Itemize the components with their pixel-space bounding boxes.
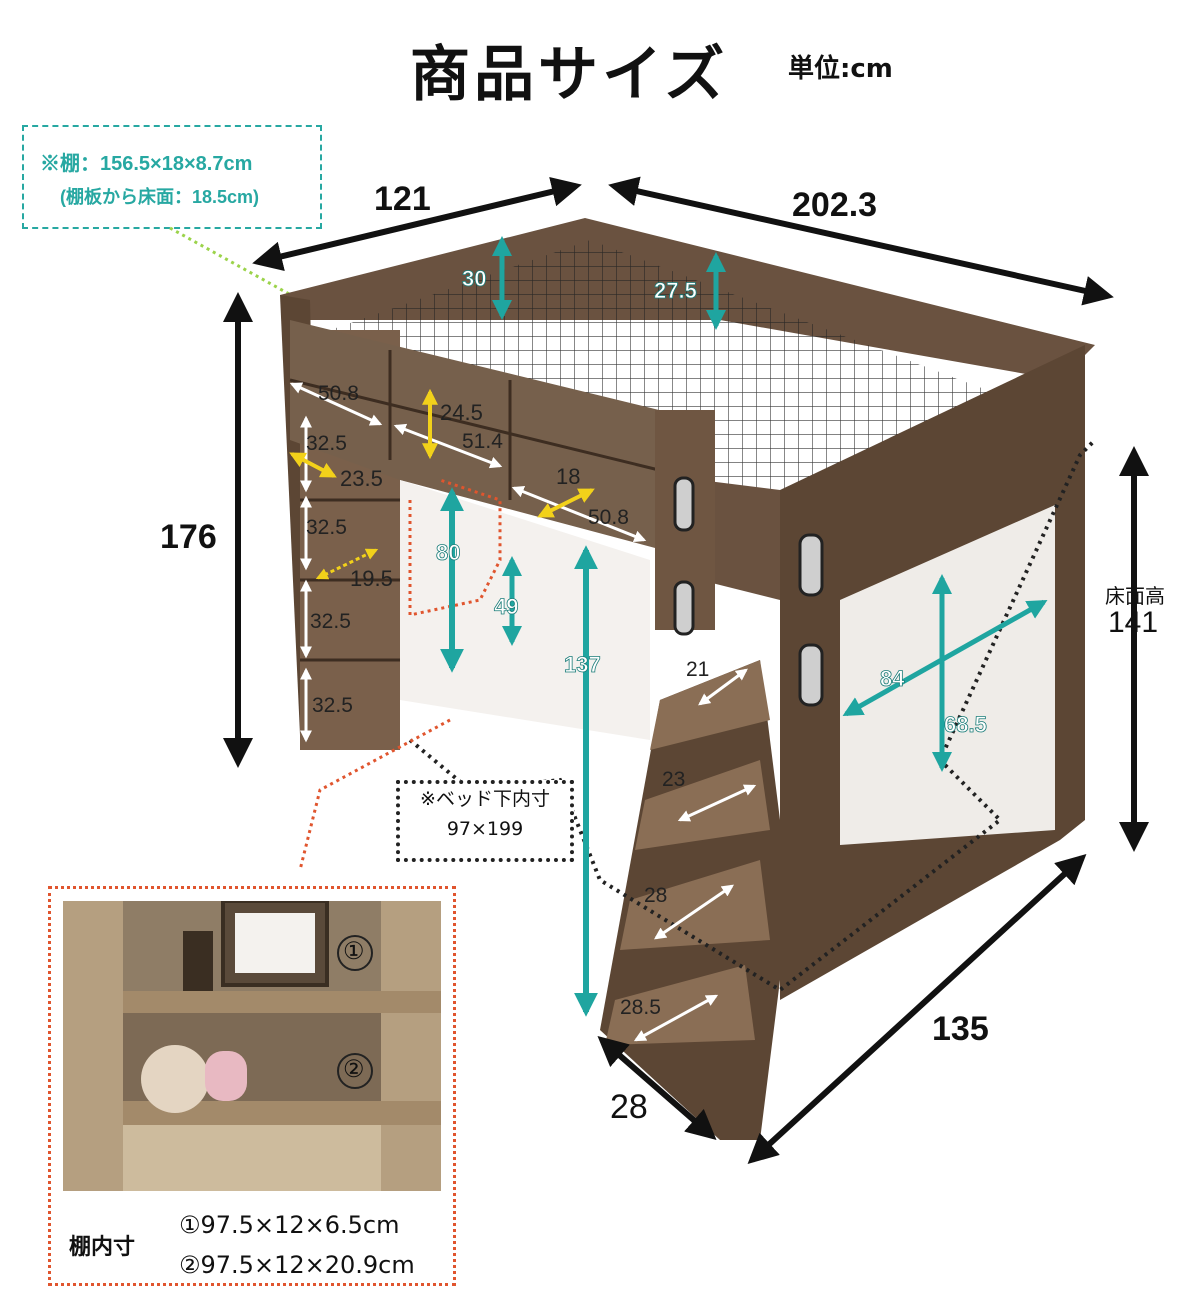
inset-label: 棚内寸	[69, 1235, 136, 1260]
shelf-photo: ① ②	[63, 901, 441, 1191]
under-note-line2: 97×199	[446, 818, 524, 840]
under-height2-label: 49	[494, 594, 519, 620]
ladder-depth-arrow	[597, 1036, 717, 1140]
depth-label: 135	[932, 1010, 989, 1048]
shelf-w3-label: 50.8	[588, 506, 629, 529]
width-label: 121	[374, 180, 431, 218]
under-bed-note: ※ベッド下内寸 97×199	[396, 780, 574, 862]
floor-outline	[408, 438, 1097, 993]
shelf-note-line2: (棚板から床面：18.5cm)	[60, 187, 260, 207]
shelf-w2-label: 51.4	[462, 430, 503, 453]
marker-2: ②	[343, 1056, 365, 1083]
under-height3-label: 137	[564, 652, 602, 678]
ladder-depth-label: 28	[610, 1088, 648, 1126]
shelf-d1-label: 18	[556, 464, 581, 489]
side-d-label: 23.5	[340, 466, 383, 491]
step4-label: 28.5	[620, 996, 661, 1019]
inset-row1: ①97.5×12×6.5cm	[179, 1211, 400, 1239]
length-arrow	[608, 176, 1114, 306]
side-d2-label: 19.5	[350, 566, 393, 591]
side-h3-label: 32.5	[310, 610, 351, 633]
floor-height-caption: 床面高	[1105, 584, 1165, 608]
shelf-detail-inset: ① ② 棚内寸 ①97.5×12×6.5cm ②97.5×12×20.9cm	[48, 886, 456, 1286]
guard-right-label: 27.5	[654, 278, 698, 304]
shelf-note-line1: ※棚：156.5×18×8.7cm	[40, 153, 253, 175]
shelf-h1-label: 24.5	[440, 400, 483, 425]
step1-label: 21	[686, 658, 710, 681]
step3-label: 28	[644, 884, 668, 907]
height-label: 176	[160, 518, 217, 556]
page-title: 商品サイズ	[410, 40, 729, 110]
width-arrow	[252, 176, 582, 272]
shelf-leader	[169, 226, 301, 302]
step2-label: 23	[662, 768, 686, 791]
side-h4-label: 32.5	[312, 694, 353, 717]
side-h2-label: 32.5	[306, 516, 347, 539]
window-w-label: 84	[880, 666, 905, 692]
side-h1-label: 32.5	[306, 432, 347, 455]
inset-leader	[298, 718, 451, 871]
window-h-label: 68.5	[944, 712, 988, 738]
guard-left-label: 30	[462, 266, 487, 292]
floor-height-value: 141	[1108, 606, 1159, 639]
marker-1: ①	[343, 938, 365, 965]
under-height-label: 80	[436, 540, 461, 566]
depth-arrow	[747, 853, 1087, 1165]
shelf-w1-label: 50.8	[318, 382, 359, 405]
inset-row2: ②97.5×12×20.9cm	[179, 1251, 415, 1279]
under-note-line1: ※ベッド下内寸	[420, 788, 550, 810]
unit-label: 単位:cm	[788, 54, 893, 84]
shelf-note: ※棚：156.5×18×8.7cm (棚板から床面：18.5cm)	[22, 125, 322, 229]
length-label: 202.3	[792, 186, 878, 224]
